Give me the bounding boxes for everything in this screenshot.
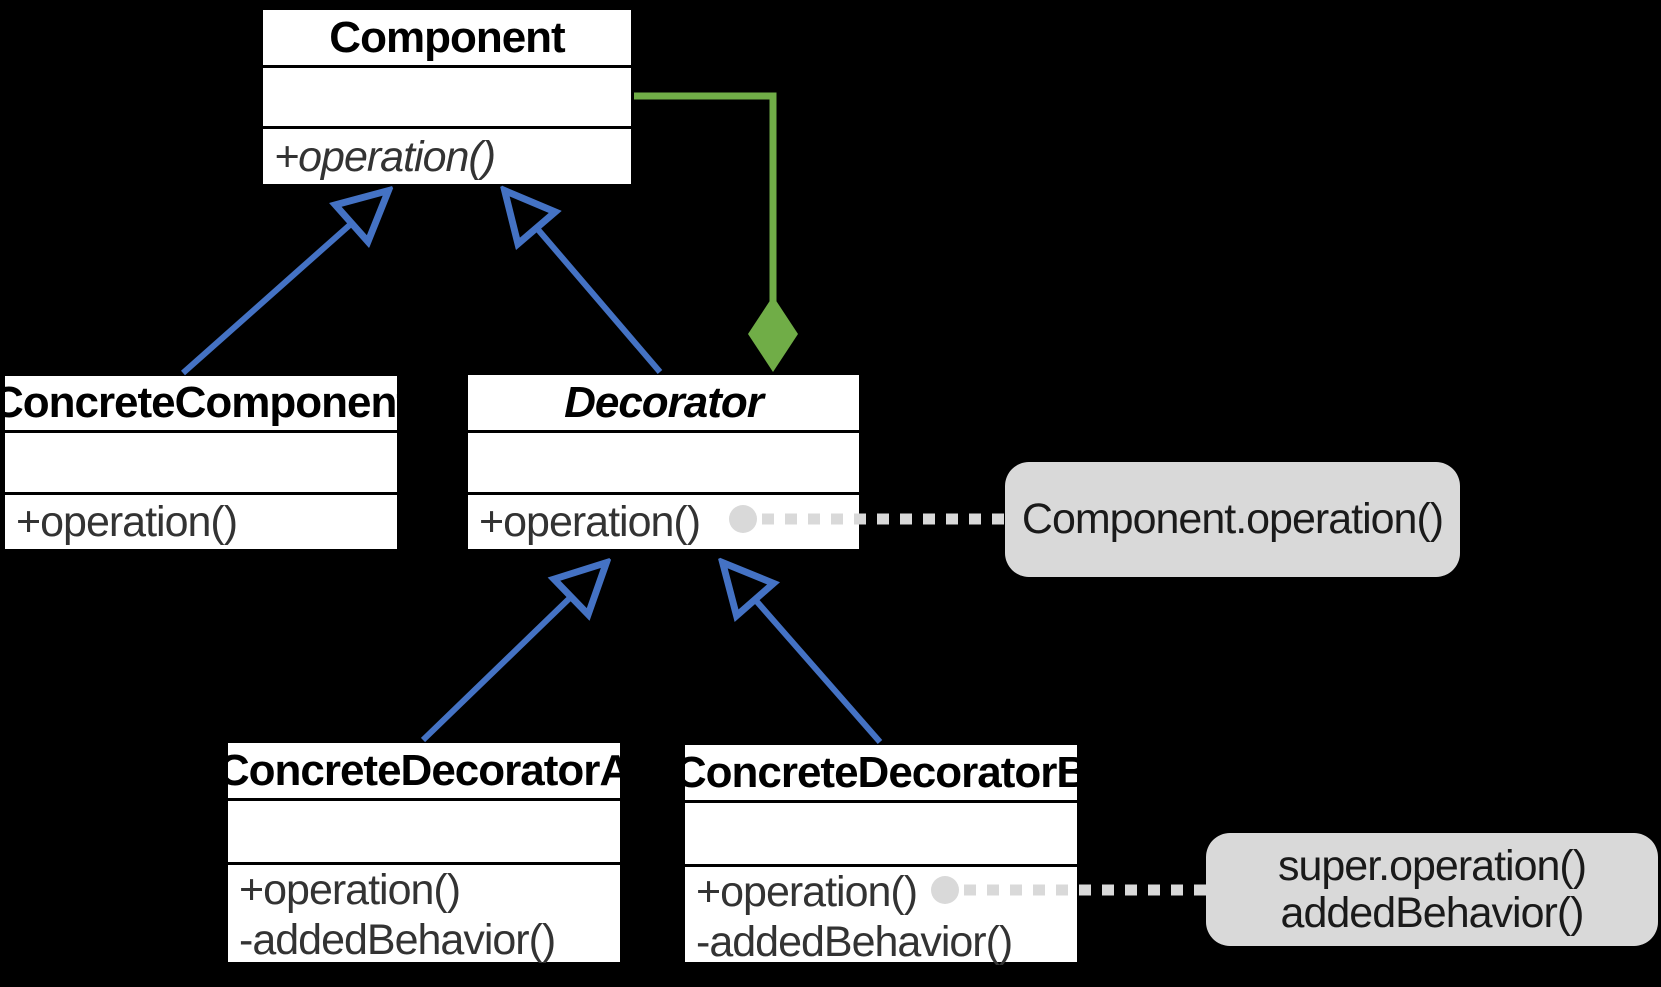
- class-box-component: Component +operation(): [260, 7, 634, 187]
- class-attributes-decorator: [468, 433, 859, 495]
- class-box-decorator: Decorator +operation(): [465, 372, 862, 552]
- class-box-concretedecoratora: ConcreteDecoratorA +operation() -addedBe…: [218, 740, 631, 965]
- class-attributes-concretecomponent: [5, 433, 397, 495]
- inheritance-arrow-concretecomponent-to-component: [181, 191, 388, 376]
- class-name-decorator: Decorator: [468, 375, 859, 433]
- method-concretedecoratorb-addedbehavior: -addedBehavior(): [696, 918, 1013, 966]
- class-name-concretedecoratora: ConcreteDecoratorA: [218, 743, 631, 801]
- class-box-concretecomponent: ConcreteComponent +operation(): [0, 373, 411, 552]
- method-concretecomponent-operation: +operation(): [16, 498, 238, 546]
- class-name-concretedecoratorb: ConcreteDecoratorB: [675, 745, 1088, 803]
- note-super-operation-line1: super.operation(): [1277, 841, 1587, 890]
- class-attributes-concretedecoratora: [228, 801, 620, 865]
- method-concretedecoratora-addedbehavior: -addedBehavior(): [239, 916, 556, 964]
- inheritance-arrow-concretedecoratorb-to-decorator: [723, 563, 883, 744]
- method-decorator-operation: +operation(): [479, 498, 701, 546]
- note-super-operation-addedbehavior: super.operation() addedBehavior(): [1206, 833, 1658, 946]
- class-methods-concretecomponent: +operation(): [5, 495, 397, 549]
- inheritance-arrow-decorator-to-component: [505, 191, 663, 374]
- class-methods-decorator: +operation(): [468, 495, 859, 549]
- method-component-operation: +operation(): [274, 132, 496, 181]
- class-methods-concretedecoratorb: +operation() -addedBehavior(): [685, 867, 1077, 967]
- inheritance-arrow-concretedecoratora-to-decorator: [420, 563, 606, 743]
- class-attributes-component: [263, 68, 631, 129]
- note-component-operation: Component.operation(): [1005, 462, 1460, 577]
- note-super-operation-line2: addedBehavior(): [1280, 888, 1585, 937]
- class-box-concretedecoratorb: ConcreteDecoratorB +operation() -addedBe…: [675, 742, 1088, 967]
- method-concretedecoratorb-operation: +operation(): [696, 868, 918, 916]
- method-concretedecoratora-operation: +operation(): [239, 866, 461, 914]
- class-methods-component: +operation(): [263, 129, 631, 184]
- composition-line-decorator-has-component: [634, 92, 777, 303]
- class-methods-concretedecoratora: +operation() -addedBehavior(): [228, 865, 620, 965]
- class-attributes-concretedecoratorb: [685, 803, 1077, 867]
- class-name-component: Component: [263, 10, 631, 68]
- composition-diamond: [748, 296, 798, 372]
- note-component-operation-text: Component.operation(): [1021, 495, 1444, 543]
- class-name-concretecomponent: ConcreteComponent: [0, 376, 411, 433]
